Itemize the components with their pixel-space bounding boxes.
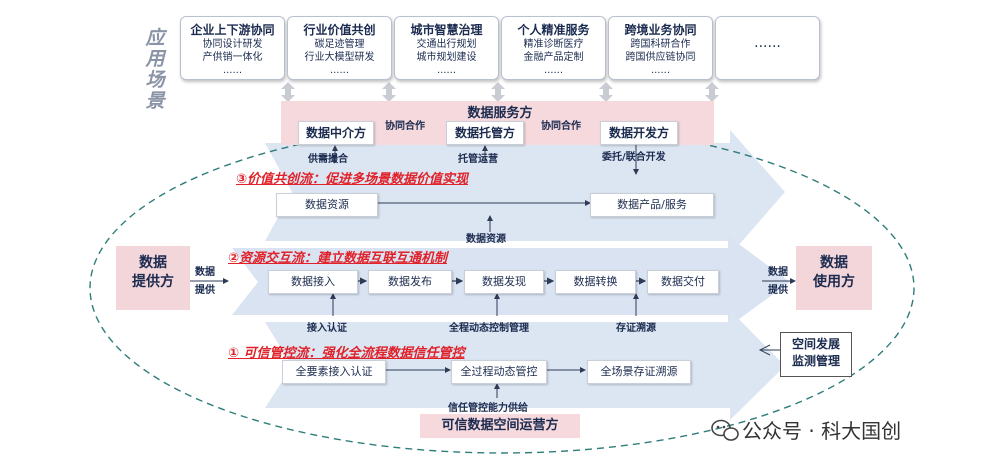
scenario-card-crossborder: 跨境业务协同 跨国科研合作 跨国供应链协同 ...... [608,16,713,80]
provider-label: 数据 提供 [191,264,219,300]
collab-label-right: 协同合作 [541,121,581,132]
data-intermediary-node: 数据中介方 [298,121,374,145]
scenario-line: ...... [650,65,671,76]
user-label-line1: 数据 [768,267,788,278]
user-title-line2: 使用方 [813,274,855,290]
evidence-trace-label: 存证溯源 [616,323,656,334]
scenario-line: ...... [436,65,457,76]
scenario-line: 协同设计研发 [202,39,263,50]
monitor-line1: 空间发展 [791,337,840,351]
scenario-title: 企业上下游协同 [190,23,275,37]
scenario-line: 跨国科研合作 [630,39,691,50]
user-label: 数据 提供 [764,264,792,300]
data-custodian-node: 数据托管方 [446,121,524,145]
access-auth-label: 接入认证 [307,323,347,334]
scenario-card-industry: 行业价值共创 碳足迹管理 行业大模型研发 ...... [287,16,392,80]
provider-label-line1: 数据 [195,267,215,278]
step-full-scene-trace: 全场景存证溯源 [587,360,691,384]
scenario-line: 金融产品定制 [523,52,584,63]
data-resource-label: 数据资源 [466,234,506,245]
watermark-text: 公众号 · 科大国创 [742,419,902,443]
value-flow-title: ③价值共创流：促进多场景数据价值实现 [236,172,469,187]
collab-label-left: 协同合作 [385,121,425,132]
scenario-more: ...... [754,35,781,51]
step-data-discover: 数据发现 [464,270,544,294]
dynamic-control-label: 全程动态控制管理 [449,323,529,334]
space-monitoring-box: 空间发展 监测管理 [780,332,852,377]
scenario-line: ...... [222,65,243,76]
step-full-process-control: 全过程动态管控 [451,360,547,384]
joint-dev-label: 委托/联合开发 [602,152,666,163]
scenario-line: 产供销一体化 [202,52,263,63]
step-full-element-auth: 全要素接入认证 [282,360,386,384]
scenario-title: 个人精准服务 [517,23,590,37]
step-data-deliver: 数据交付 [647,270,719,294]
value-flow-band [265,130,785,255]
scenario-card-more: ...... [715,16,820,80]
trust-flow-title: ① 可信管控流：强化全流程数据信任管控 [228,346,465,361]
user-label-line2: 提供 [768,285,788,296]
scenario-line: 精准诊断医疗 [523,39,584,50]
trust-supply-label: 信任管控能力供给 [448,403,528,414]
scenario-line: 行业大模型研发 [304,52,375,63]
step-data-access: 数据接入 [268,270,358,294]
scenario-line: 跨国供应链协同 [625,52,696,63]
value-flow-target-node: 数据产品/服务 [590,193,714,217]
scenario-arrows [281,82,719,102]
user-title-line1: 数据 [820,255,848,271]
scenario-line: 交通出行规划 [416,39,477,50]
scenario-line: ...... [329,65,350,76]
scenario-title: 行业价值共创 [303,23,376,37]
scenario-card-city: 城市智慧治理 交通出行规划 城市规划建设 ...... [394,16,499,80]
scenario-title: 城市智慧治理 [410,23,483,37]
trusted-space-operator-box: 可信数据空间运营方 [420,414,580,438]
monitor-line2: 监测管理 [791,354,840,368]
scenario-card-enterprise: 企业上下游协同 协同设计研发 产供销一体化 ...... [180,16,285,80]
custody-ops-label: 托管运营 [458,154,498,165]
scenario-title: 跨境业务协同 [624,23,697,37]
scenario-card-personal: 个人精准服务 精准诊断医疗 金融产品定制 ...... [501,16,606,80]
resource-flow-title: ②资源交互流：建立数据互联互通机制 [228,251,448,266]
wechat-icon [711,419,739,441]
provider-label-line2: 提供 [195,285,215,296]
scenario-line: ...... [543,65,564,76]
supply-demand-label: 供需撮合 [308,154,348,165]
scenario-line: 碳足迹管理 [314,39,365,50]
step-data-publish: 数据发布 [368,270,452,294]
scenario-line: 城市规划建设 [416,52,477,63]
data-service-party-title: 数据服务方 [467,106,533,121]
data-developer-node: 数据开发方 [600,121,678,145]
application-scenarios-label: 应用场景 [145,27,165,112]
provider-title-line1: 数据 [139,255,167,271]
step-data-transform: 数据转换 [555,270,636,294]
value-flow-source-node: 数据资源 [276,193,378,217]
data-user-box: 数据 使用方 [796,246,872,310]
provider-title-line2: 提供方 [132,274,174,290]
data-provider-box: 数据 提供方 [116,246,190,310]
